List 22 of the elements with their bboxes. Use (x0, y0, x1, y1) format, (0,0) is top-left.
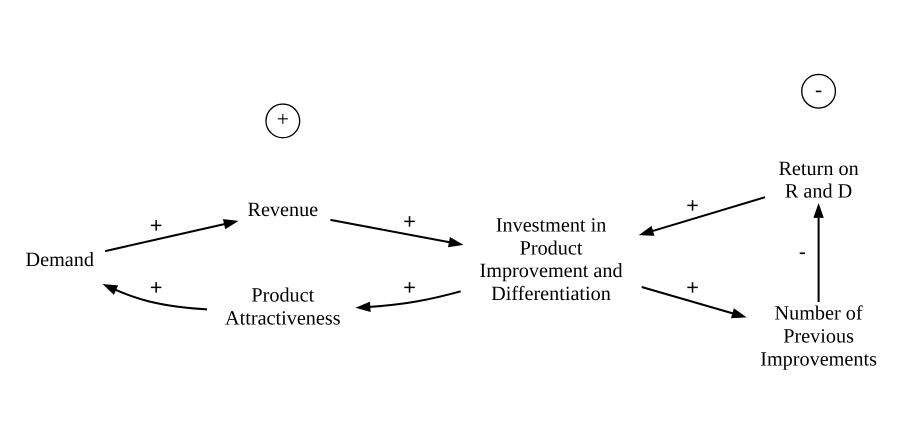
edge-label: + (686, 192, 699, 217)
node-text: Return on R and D (778, 157, 859, 202)
label: - (814, 76, 822, 101)
arrow (356, 290, 461, 312)
edge-label: - (798, 238, 806, 264)
arrow (638, 196, 766, 236)
arrow (104, 218, 239, 252)
edge-label: + (686, 274, 699, 299)
arrow (102, 284, 208, 310)
node-text: Number of Previous Improvements (760, 302, 877, 370)
arrow (641, 286, 747, 318)
edge-label: + (150, 274, 162, 299)
arrow (813, 202, 824, 302)
label: + (276, 106, 289, 131)
node-text: Revenue (247, 198, 318, 220)
node-text: Demand (26, 248, 94, 270)
edge-label: + (403, 208, 416, 233)
edge-label: + (403, 274, 416, 299)
arrow (330, 218, 464, 247)
node-text: Product Attractiveness (225, 284, 341, 329)
edge-label: + (150, 212, 162, 237)
node-text: Investment in Product Improvement and Differentiation (480, 214, 623, 305)
